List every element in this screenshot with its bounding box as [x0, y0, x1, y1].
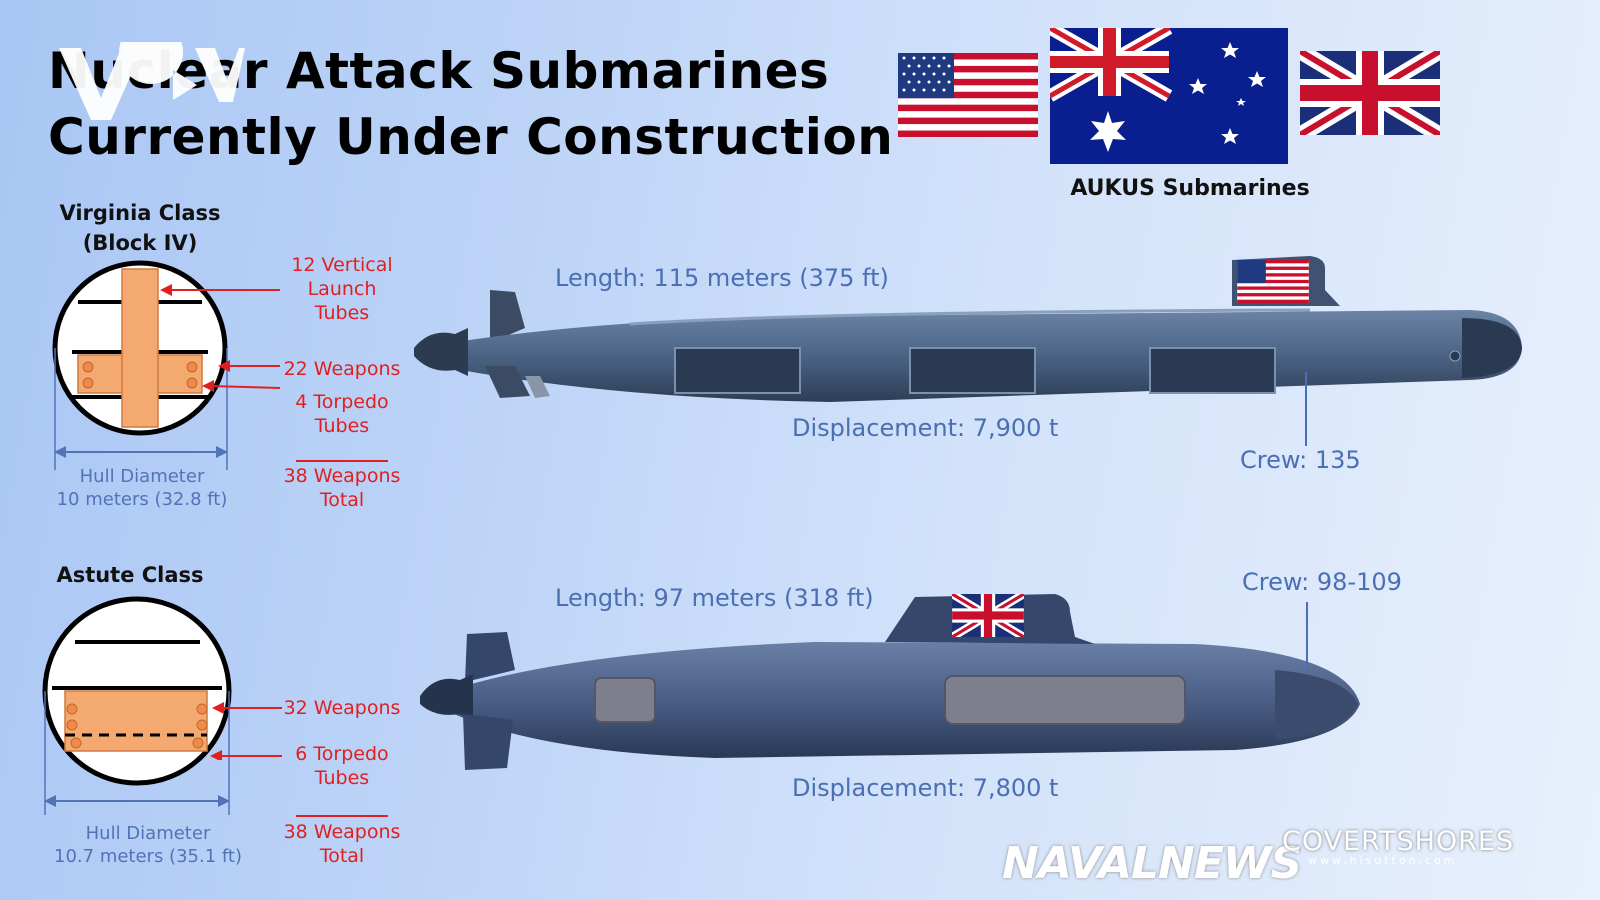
virginia-length: Length: 115 meters (375 ft) — [555, 264, 889, 292]
astute-total-line-1: 38 Weapons — [283, 821, 401, 843]
virginia-class-heading: Virginia Class (Block IV) — [40, 198, 240, 258]
virginia-total-line-1: 38 Weapons — [283, 465, 401, 487]
virginia-displacement: Displacement: 7,900 t — [792, 414, 1059, 442]
astute-displacement: Displacement: 7,800 t — [792, 774, 1059, 802]
virginia-callout-arrows — [160, 284, 281, 392]
virginia-total-divider — [296, 460, 388, 462]
virginia-hull-line-1: Hull Diameter — [79, 466, 205, 487]
virginia-torpedo-line-2: Tubes — [314, 415, 370, 437]
astute-weapons-label: 32 Weapons — [283, 697, 401, 719]
virginia-total-line-2: Total — [319, 489, 365, 511]
virginia-vlt-line-3: Tubes — [314, 302, 370, 324]
astute-callout-arrows — [210, 702, 282, 760]
covertshores-watermark: COVERTSHORES www.hisutton.com — [1268, 820, 1568, 872]
astute-torpedo-label: 6 Torpedo Tubes — [272, 742, 412, 790]
vov-logo-icon — [59, 42, 245, 120]
us-flag-icon — [898, 53, 1038, 137]
astute-class-name: Astute Class — [56, 563, 204, 587]
astute-hull-label: Hull Diameter 10.7 meters (35.1 ft) — [40, 822, 256, 868]
astute-total-label: 38 Weapons Total — [272, 820, 412, 868]
virginia-crew: Crew: 135 — [1240, 446, 1361, 474]
title-line-2: Currently Under Construction — [48, 108, 894, 166]
virginia-submarine — [414, 256, 1522, 402]
astute-crew-leader-line — [1306, 602, 1308, 670]
virginia-class-name: Virginia Class — [59, 201, 221, 225]
virginia-torpedo-label: 4 Torpedo Tubes — [272, 390, 412, 438]
virginia-vlt-line-2: Launch — [307, 278, 377, 300]
astute-torpedo-line-1: 6 Torpedo — [295, 743, 389, 765]
astute-hull-line-2: 10.7 meters (35.1 ft) — [54, 846, 242, 867]
virginia-hull-label: Hull Diameter 10 meters (32.8 ft) — [40, 465, 244, 511]
covertshores-url: www.hisutton.com — [1308, 854, 1458, 867]
virginia-torpedo-line-1: 4 Torpedo — [295, 391, 389, 413]
virginia-hull-line-2: 10 meters (32.8 ft) — [56, 489, 228, 510]
aukus-caption: AUKUS Submarines — [1070, 176, 1310, 201]
virginia-block: (Block IV) — [82, 231, 198, 255]
australia-flag-icon — [1050, 28, 1288, 164]
navalnews-watermark: NAVALNEWS — [1002, 838, 1302, 889]
virginia-vlt-label: 12 Vertical Launch Tubes — [272, 253, 412, 325]
virginia-vlt-line-1: 12 Vertical — [291, 254, 393, 276]
virginia-hull-diagram — [52, 260, 228, 470]
astute-crew: Crew: 98-109 — [1242, 568, 1402, 596]
astute-total-divider — [296, 815, 388, 817]
astute-total-line-2: Total — [319, 845, 365, 867]
astute-length: Length: 97 meters (318 ft) — [555, 584, 874, 612]
astute-torpedo-line-2: Tubes — [314, 767, 370, 789]
covertshores-text: COVERTSHORES — [1282, 826, 1515, 857]
virginia-total-label: 38 Weapons Total — [272, 464, 412, 512]
uk-flag-icon — [1300, 51, 1440, 135]
virginia-sail-us-flag-icon — [1237, 260, 1309, 303]
astute-hull-diagram — [42, 596, 232, 815]
astute-submarine — [420, 594, 1360, 770]
astute-sail-uk-flag-icon — [952, 594, 1024, 637]
astute-hull-line-1: Hull Diameter — [85, 823, 211, 844]
virginia-crew-leader-line — [1305, 372, 1307, 446]
virginia-weapons-label: 22 Weapons — [283, 358, 401, 380]
